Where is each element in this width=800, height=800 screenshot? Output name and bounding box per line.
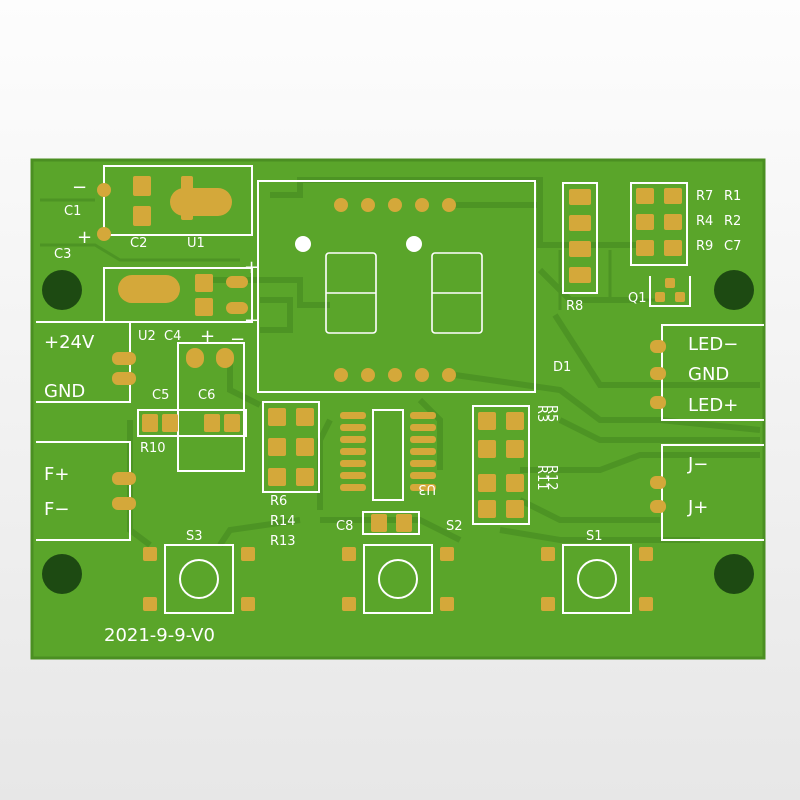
u3-outline xyxy=(372,409,404,501)
label-r5: R5 xyxy=(544,405,559,422)
label-s2: S2 xyxy=(446,519,463,534)
s3-outline xyxy=(164,544,234,614)
label-r2: R2 xyxy=(724,214,741,229)
label-r14: R14 xyxy=(270,514,296,529)
label-r1: R1 xyxy=(724,189,741,204)
s2-outline xyxy=(363,544,433,614)
label-u1: U1 xyxy=(187,236,205,251)
label-s1: S1 xyxy=(586,529,603,544)
c6-plus-mark: + xyxy=(200,326,215,347)
f-connector-outline xyxy=(36,441,131,541)
label-j-minus: J− xyxy=(687,454,708,475)
u2-outline xyxy=(103,267,253,323)
label-gnd-left: GND xyxy=(44,381,85,402)
label-c3: C3 xyxy=(54,247,71,262)
display-outline xyxy=(257,180,536,393)
label-q1: Q1 xyxy=(628,291,647,306)
j-connector-outline xyxy=(661,444,764,541)
label-r13: R13 xyxy=(270,534,296,549)
mounting-hole-bl xyxy=(42,554,82,594)
display-dot-right xyxy=(406,236,422,252)
mounting-hole-tl xyxy=(42,270,82,310)
label-c8: C8 xyxy=(336,519,353,534)
label-c1: C1 xyxy=(64,204,81,219)
label-r3: R3 xyxy=(534,405,549,422)
label-led-plus: LED+ xyxy=(688,395,738,416)
label-f-minus: F− xyxy=(44,499,69,520)
label-c7: C7 xyxy=(724,239,741,254)
label-r4: R4 xyxy=(696,214,713,229)
label-u2: U2 xyxy=(138,329,156,344)
u1-outline xyxy=(103,165,253,236)
c1-minus-mark: − xyxy=(72,177,87,198)
board-edge xyxy=(30,158,766,660)
mounting-hole-br xyxy=(714,554,754,594)
label-r12: R12 xyxy=(544,465,559,491)
label-led-minus: LED− xyxy=(688,334,738,355)
s1-outline xyxy=(562,544,632,614)
label-c5: C5 xyxy=(152,388,169,403)
label-f-plus: F+ xyxy=(44,464,69,485)
label-r8: R8 xyxy=(566,299,583,314)
label-s3: S3 xyxy=(186,529,203,544)
c1-plus-mark: + xyxy=(77,227,92,248)
label-r6: R6 xyxy=(270,494,287,509)
label-r9: R9 xyxy=(696,239,713,254)
silkscreen-outlines xyxy=(36,165,764,614)
label-power: +24V xyxy=(44,332,95,353)
label-r11: R11 xyxy=(534,465,549,491)
seven-segment-outlines xyxy=(325,252,483,334)
c6-outline xyxy=(177,342,245,472)
label-r10: R10 xyxy=(140,441,166,456)
c6-minus-mark: − xyxy=(230,329,245,350)
mounting-hole-tr xyxy=(714,270,754,310)
c4-plus-mark: + xyxy=(244,257,259,278)
label-c4: C4 xyxy=(164,329,181,344)
label-c2: C2 xyxy=(130,236,147,251)
c4-minus-mark: − xyxy=(244,310,259,331)
label-u3: U3 xyxy=(418,481,436,496)
label-gnd-right: GND xyxy=(688,364,729,385)
copper-pads xyxy=(97,176,685,611)
label-r7: R7 xyxy=(696,189,713,204)
thin-traces xyxy=(40,198,665,310)
label-d1: D1 xyxy=(553,360,571,375)
display-dot-left xyxy=(295,236,311,252)
board-date-code: 2021-9-9-V0 xyxy=(104,625,215,646)
label-c6: C6 xyxy=(198,388,215,403)
label-j-plus: J+ xyxy=(687,497,708,518)
